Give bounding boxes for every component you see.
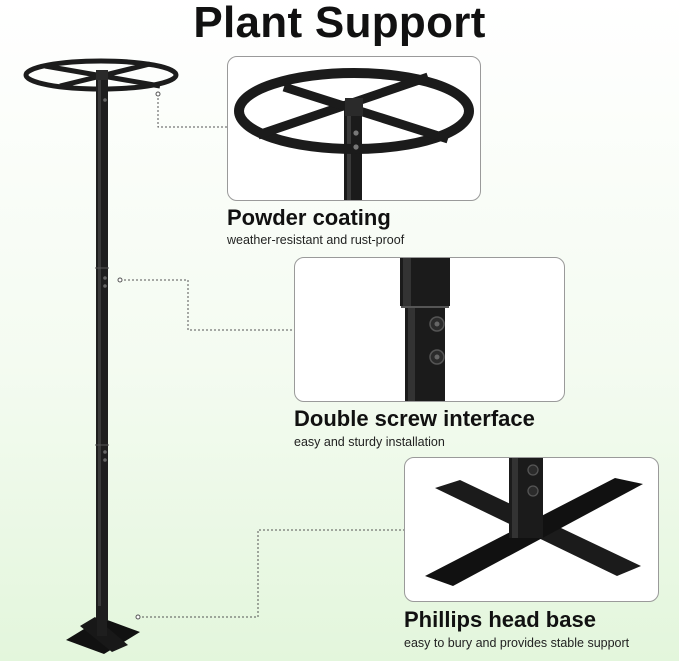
screw-joint-detail-icon <box>400 258 450 401</box>
ring-top-detail-icon <box>234 68 474 200</box>
cross-base-detail-card <box>404 457 659 602</box>
feature-title-powder-coating: Powder coating <box>227 205 391 230</box>
page-title: Plant Support <box>193 0 486 47</box>
cross-base-detail-icon <box>425 458 643 586</box>
feature-title-double-screw-interface: Double screw interface <box>294 406 535 431</box>
feature-subtitle-double-screw-interface: easy and sturdy installation <box>294 435 445 449</box>
feature-title-phillips-head-base: Phillips head base <box>404 607 596 632</box>
ring-top-detail-card <box>227 56 481 201</box>
feature-subtitle-phillips-head-base: easy to bury and provides stable support <box>404 636 630 650</box>
screw-joint-detail-card <box>294 257 565 402</box>
feature-subtitle-powder-coating: weather-resistant and rust-proof <box>227 233 405 247</box>
